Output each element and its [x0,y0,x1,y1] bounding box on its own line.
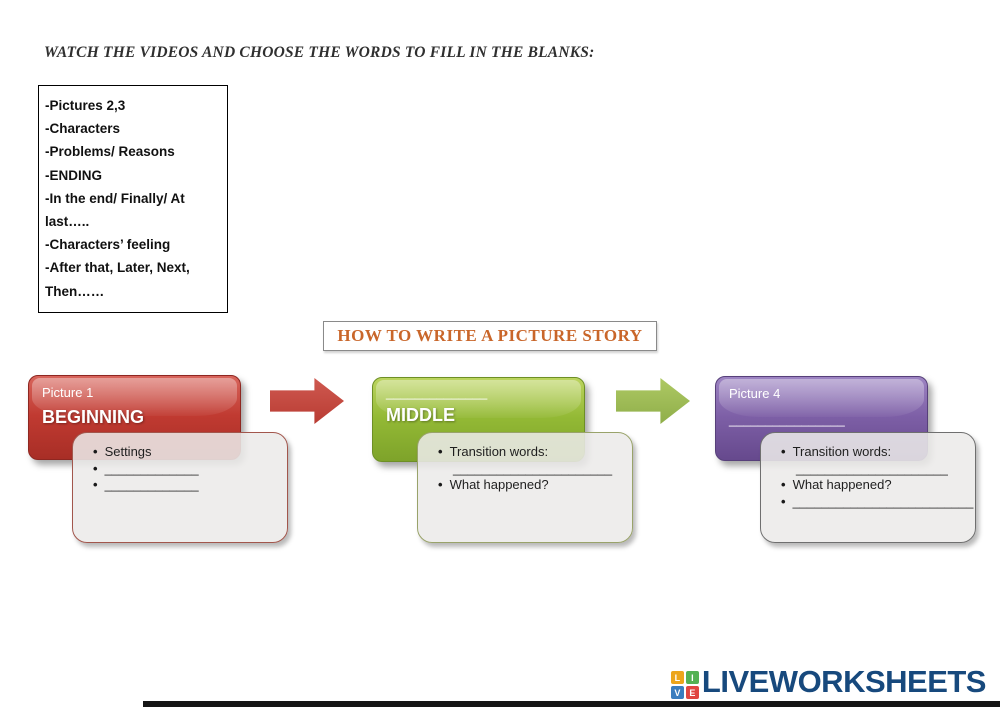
logo-tile-e: E [685,686,699,699]
arrow-right-icon [616,378,690,424]
word-bank-line: Then…… [45,283,105,299]
logo-tile-l: L [670,671,684,684]
note-text: What happened? [792,477,892,492]
bullet-icon: • [781,477,786,492]
word-bank-line: -ENDING [45,167,102,183]
step-title: MIDDLE [386,405,455,425]
note-item: • Settings [93,444,275,461]
note-item: • Transition words: [781,444,963,461]
bullet-icon: • [438,444,443,459]
picture-label: Picture 1 [42,385,94,400]
logo-tile-i: I [685,671,699,684]
blank-line[interactable]: ______________ [386,385,488,400]
word-bank-line: -Characters’ feeling [45,237,171,253]
bullet-icon: • [93,477,98,492]
bullet-icon: • [781,493,786,509]
blank-line[interactable]: _____________ [104,477,199,492]
word-bank-line: -In the end/ Finally/ At [45,190,185,206]
step-box-beginning: Picture 1 BEGINNING [28,375,241,460]
blank-line[interactable]: _____________ [104,460,199,476]
word-bank-line: -Characters [45,121,121,137]
note-item: • What happened? [438,477,620,494]
note-text: What happened? [449,477,549,492]
logo-tile-v: V [670,686,684,699]
note-text: Transition words: [449,444,549,459]
notes-card-end: • Transition words: ____________________… [760,432,976,543]
note-item[interactable]: • _____________ [93,477,275,494]
instruction-text: WATCH THE VIDEOS AND CHOOSE THE WORDS TO… [44,44,595,61]
note-item: • What happened? [781,477,963,494]
brand-text: LIVEWORKSHEETS [701,664,987,699]
liveworksheets-logo[interactable]: L I V E LIVEWORKSHEETS [670,664,987,700]
arrow-right-icon [270,378,344,424]
word-bank-line: -After that, Later, Next, [45,260,190,276]
word-bank-line: last….. [45,214,90,230]
picture-label: Picture 4 [729,386,781,401]
word-bank-line: -Problems/ Reasons [45,144,175,160]
bullet-icon: • [781,444,786,459]
note-item[interactable]: _____________________ [781,461,963,478]
bullet-icon: • [93,444,98,459]
notes-card-beginning: • Settings • _____________ • ___________… [72,432,288,543]
note-item[interactable]: ______________________ [438,461,620,478]
word-bank-line: -Pictures 2,3 [45,98,126,113]
note-text: Transition words: [792,444,892,459]
bullet-icon: • [93,460,98,476]
note-item[interactable]: • _____________ [93,461,275,478]
notes-card-middle: • Transition words: ____________________… [417,432,633,543]
blank-line[interactable]: _________________________ [792,493,974,509]
logo-squares-icon: L I V E [670,671,699,699]
blank-line[interactable]: ________________ [729,412,845,427]
step-title: BEGINNING [42,407,145,427]
blank-line[interactable]: ______________________ [453,460,613,476]
blank-line[interactable]: _____________________ [796,460,948,476]
bullet-icon: • [438,477,443,492]
note-item[interactable]: • _________________________ [781,493,973,511]
word-bank-box: -Pictures 2,3 -Characters -Problems/ Rea… [38,85,228,313]
bottom-bar [143,701,1000,707]
note-item: • Transition words: [438,444,620,461]
story-title-banner: HOW TO WRITE A PICTURE STORY [323,321,657,351]
note-text: Settings [104,444,152,459]
